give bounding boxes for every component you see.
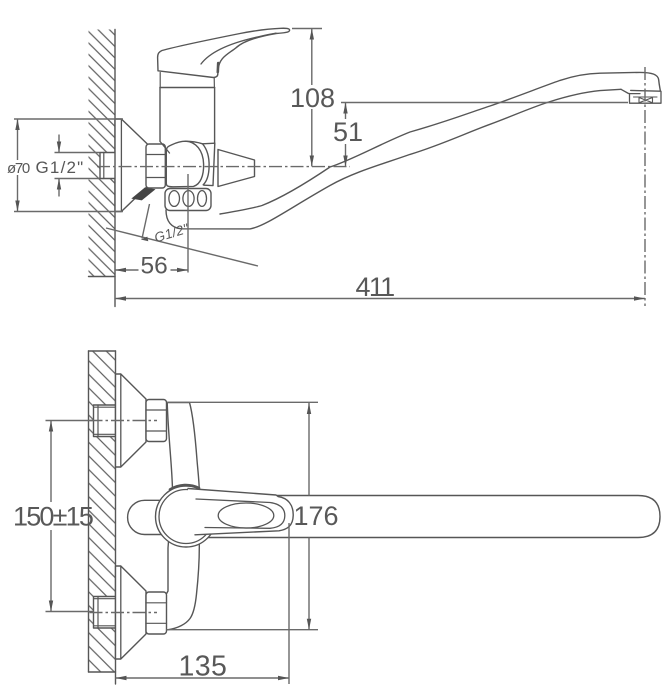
svg-text:411: 411 [356,272,395,302]
svg-text:51: 51 [333,117,363,147]
svg-text:ø70: ø70 [7,160,30,177]
svg-text:135: 135 [179,651,228,683]
svg-text:G1/2": G1/2" [36,158,85,177]
svg-text:56: 56 [141,253,168,280]
svg-text:176: 176 [294,501,339,531]
svg-text:108: 108 [290,83,335,113]
svg-text:150±15: 150±15 [13,502,93,532]
